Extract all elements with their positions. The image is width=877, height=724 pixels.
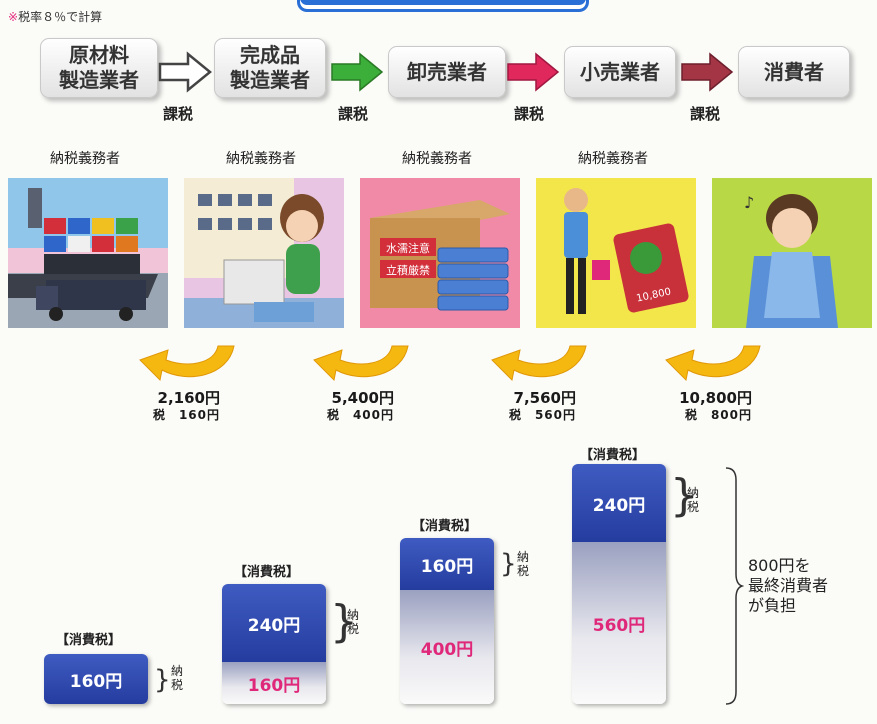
bar-2-label: 【消費税】 (234, 565, 300, 580)
seamstress-icon (184, 178, 344, 328)
scene-wholesaler: 水濡注意 立積厳禁 (360, 178, 520, 328)
payment-arrow-icon (139, 345, 235, 382)
arrow-icon (158, 51, 212, 93)
arrow-2-shape (331, 52, 384, 92)
final-burden-note: 800円を 最終消費者 が負担 (748, 556, 829, 615)
arrow-icon (331, 52, 384, 92)
bar-4-bottom: 560円 (572, 542, 666, 704)
arrow-icon (507, 52, 560, 92)
bar-3-bottom: 400円 (400, 590, 494, 704)
bar-1-label: 【消費税】 (56, 633, 122, 648)
payment-1-tax: 税 160円 (152, 408, 220, 422)
bar-4: 240円 560円 (572, 464, 666, 704)
payment-3: 7,560円 税 560円 (496, 390, 576, 424)
chain-box-retailer: 小売業者 (564, 46, 676, 98)
brace-icon: } (330, 596, 358, 647)
arrow-4-shape (681, 52, 734, 92)
bar-1-note: 納税 (170, 664, 183, 692)
note-text: 税率８％で計算 (18, 10, 103, 24)
payment-2-amount: 5,400円 (331, 389, 394, 407)
bar-3-note: 納税 (516, 550, 529, 578)
box-sign-2: 立積厳禁 (386, 263, 430, 277)
payment-1-amount: 2,160円 (157, 389, 220, 407)
bar-2-bottom: 160円 (222, 662, 326, 704)
bar-4-top: 240円 (572, 464, 666, 542)
payment-arrow-icon (665, 345, 761, 382)
note-mark: ※ (8, 10, 19, 24)
tax-rate-note: ※税率８％で計算 (8, 8, 102, 25)
cargo-ship-truck-icon (8, 178, 168, 328)
payment-4: 10,800円 税 800円 (664, 390, 752, 424)
arrow-3-shape (507, 52, 560, 92)
taxpayer-label-3: 納税義務者 (402, 151, 472, 167)
payment-1: 2,160円 税 160円 (140, 390, 220, 424)
payment-3-amount: 7,560円 (513, 389, 576, 407)
taxpayer-label-4: 納税義務者 (578, 151, 648, 167)
tax-label-4: 課税 (690, 105, 721, 123)
tax-label-2: 課税 (338, 105, 369, 123)
svg-text:♪: ♪ (744, 193, 754, 212)
chain-box-consumer: 消費者 (738, 46, 850, 98)
payment-4-tax: 税 800円 (684, 408, 752, 422)
title-banner-edge (297, 0, 589, 12)
bar-2-top: 240円 (222, 584, 326, 662)
chain-box-wholesaler: 卸売業者 (388, 46, 506, 98)
payment-arrow-icon (313, 345, 409, 382)
taxpayer-label-2: 納税義務者 (226, 151, 296, 167)
shopper-price-tag-icon: 10,800 (536, 178, 696, 328)
brace-icon: } (670, 470, 698, 521)
bar-2: 240円 160円 (222, 584, 326, 704)
consumer-shirt-icon: ♪ (712, 178, 872, 328)
brace-icon: } (500, 549, 517, 579)
scene-product-maker (184, 178, 344, 328)
chain-box-raw-material-maker: 原材料 製造業者 (40, 38, 158, 98)
chain-box-product-maker: 完成品 製造業者 (214, 38, 326, 98)
scene-consumer: ♪ (712, 178, 872, 328)
taxpayer-label-1: 納税義務者 (50, 151, 120, 167)
arrow-1-shape (158, 51, 212, 93)
bar-4-note: 納税 (686, 486, 699, 514)
scene-retailer: 10,800 (536, 178, 696, 328)
scene-raw-material-maker (8, 178, 168, 328)
bar-1: 160円 (44, 654, 148, 704)
wholesale-box-shirts-icon: 水濡注意 立積厳禁 (360, 178, 520, 328)
bar-4-label: 【消費税】 (580, 448, 646, 463)
bar-3-top: 160円 (400, 538, 494, 590)
payment-2-tax: 税 400円 (326, 408, 394, 422)
brace-icon: } (154, 665, 171, 695)
payment-4-amount: 10,800円 (679, 389, 752, 407)
bar-1-top: 160円 (44, 654, 148, 704)
total-bracket-icon (725, 467, 744, 705)
arrow-icon (681, 52, 734, 92)
bar-3: 160円 400円 (400, 538, 494, 704)
payment-3-tax: 税 560円 (508, 408, 576, 422)
bar-3-label: 【消費税】 (412, 519, 478, 534)
bar-2-note: 納税 (346, 608, 359, 636)
payment-arrow-icon (491, 345, 587, 382)
payment-2: 5,400円 税 400円 (314, 390, 394, 424)
tax-label-1: 課税 (163, 105, 194, 123)
tax-label-3: 課税 (514, 105, 545, 123)
box-sign-1: 水濡注意 (386, 241, 430, 255)
